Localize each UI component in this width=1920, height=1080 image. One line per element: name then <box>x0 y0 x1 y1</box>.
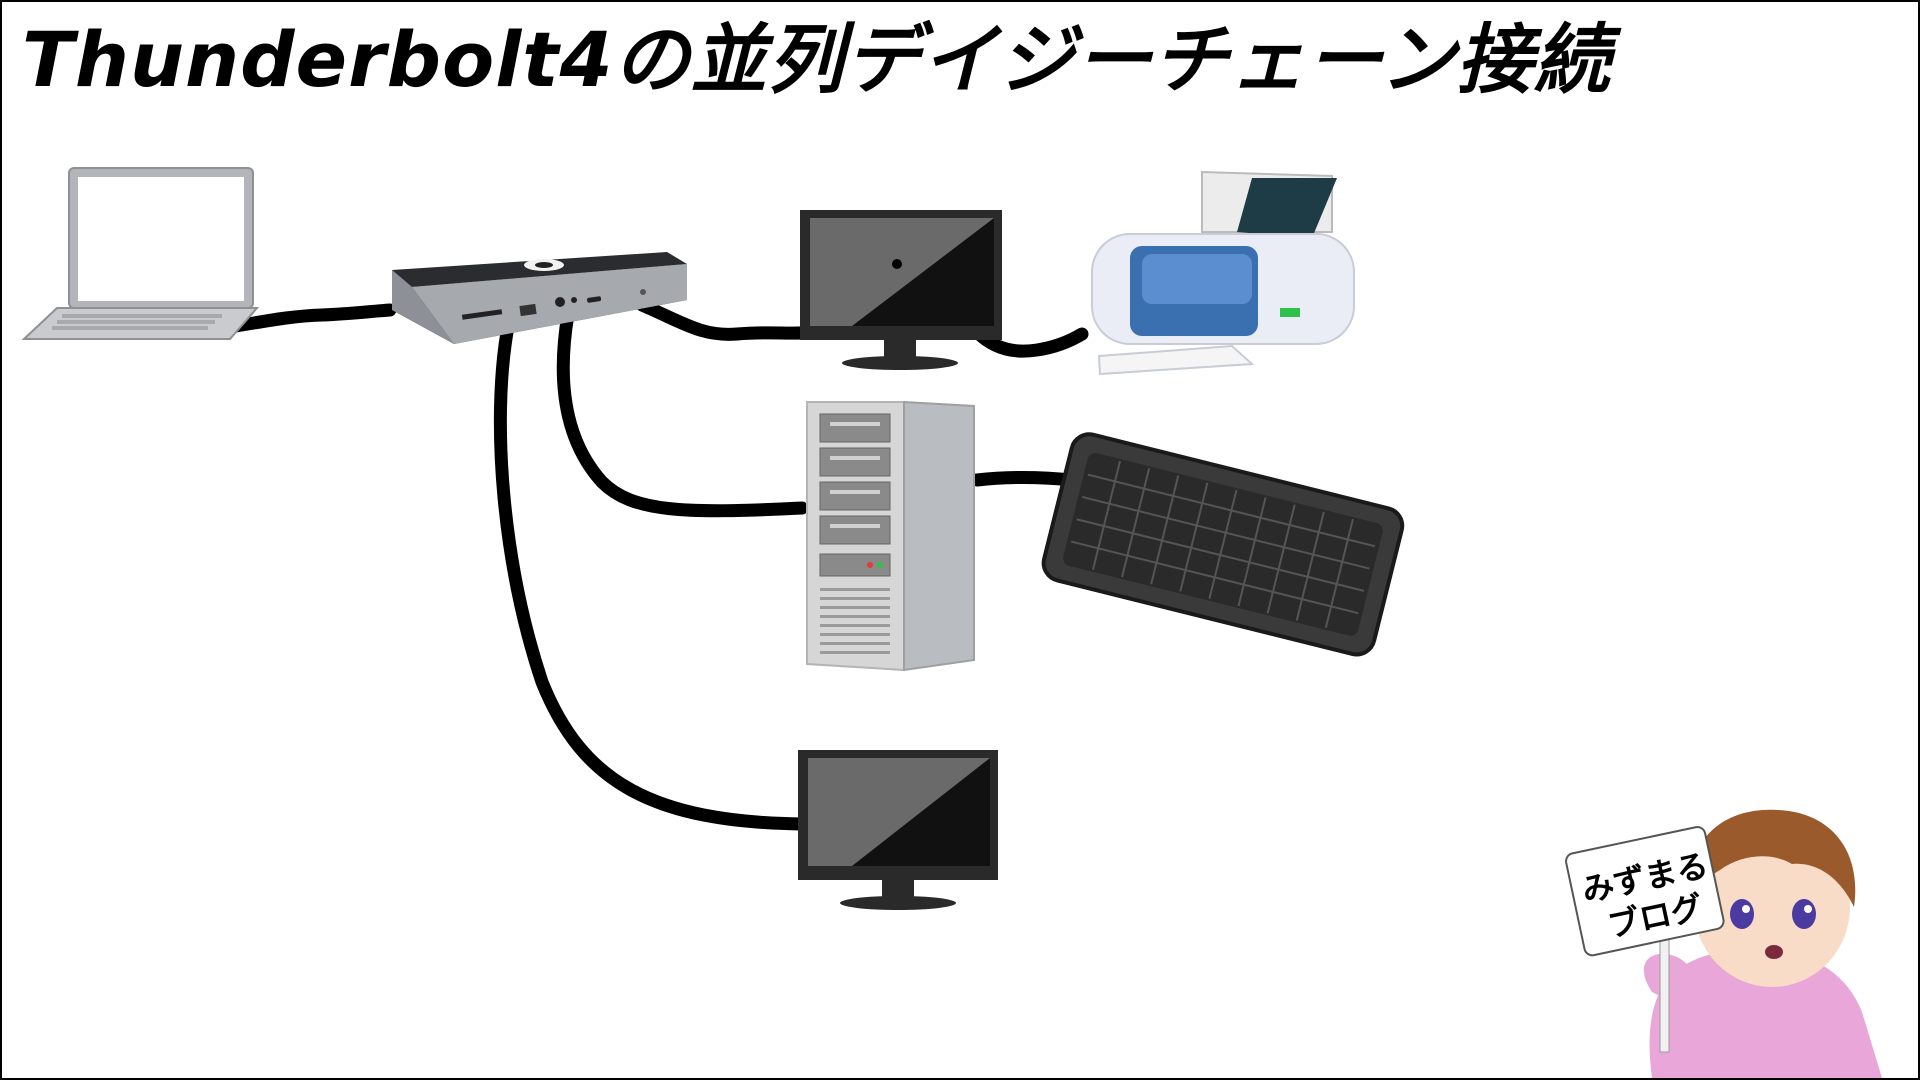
mascot-illustration: みずまる ブログ <box>1565 809 1882 1078</box>
thunderbolt-dock-icon <box>392 252 687 344</box>
cable-monitor1-printer <box>970 325 1089 358</box>
monitor-icon <box>798 750 998 910</box>
cable-dock-tower <box>556 307 809 518</box>
page-title: Thunderbolt4の並列デイジーチェーン接続 <box>22 15 1611 104</box>
desktop-tower-icon <box>806 400 975 672</box>
cable-laptop-dock <box>223 303 397 334</box>
cable-dock-monitor1 <box>635 298 821 341</box>
monitor-icon <box>800 210 1002 370</box>
printer-icon <box>1091 170 1355 376</box>
cables <box>223 298 1109 831</box>
cable-dock-monitor2 <box>493 325 809 831</box>
keyboard-icon <box>1041 432 1405 657</box>
laptop-icon <box>21 167 260 340</box>
